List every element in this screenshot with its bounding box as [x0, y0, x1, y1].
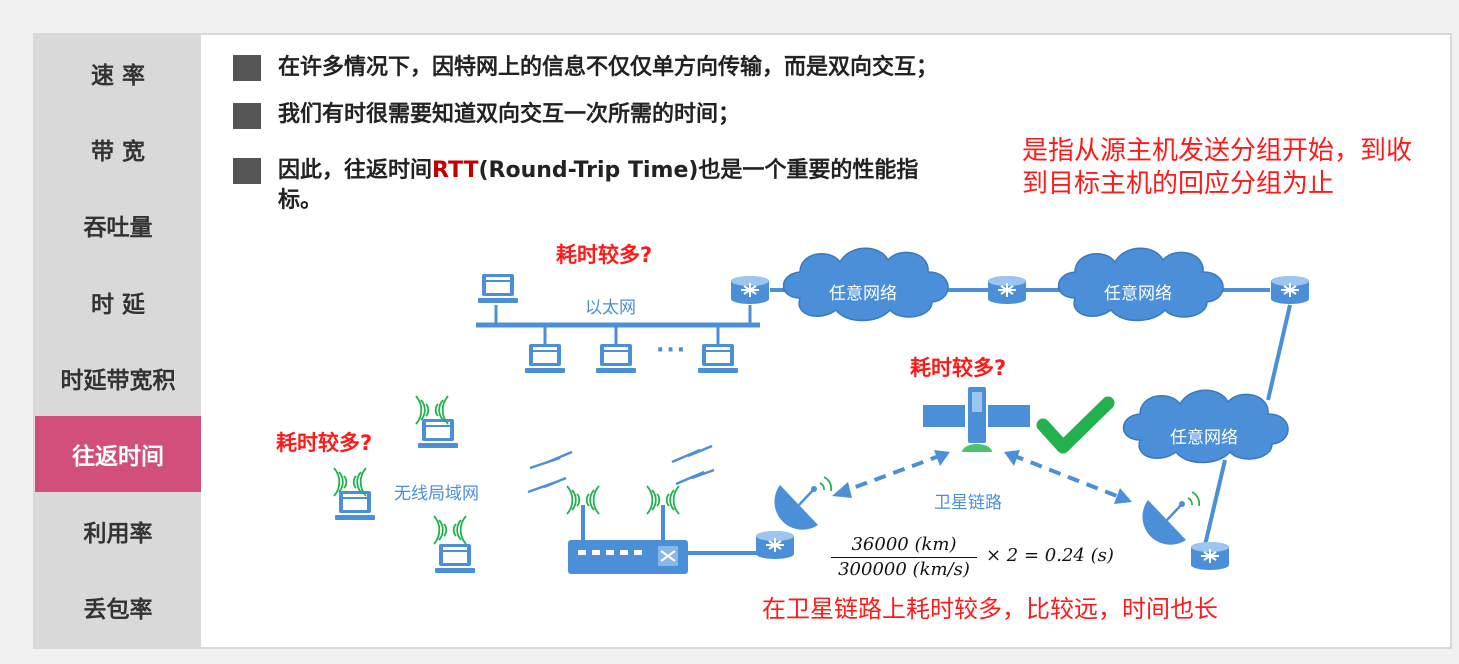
- formula-numerator: 36000 (km): [831, 534, 977, 558]
- link: [1266, 304, 1292, 401]
- formula-denominator: 300000 (km/s): [838, 559, 970, 580]
- sidebar-item-delay[interactable]: 时 延: [90, 292, 145, 318]
- slow-label-wlan: 耗时较多?: [276, 431, 373, 455]
- satellite-link-arrow: [1004, 450, 1132, 504]
- slow-label-ethernet: 耗时较多?: [556, 243, 653, 267]
- bullet-text-3: 因此，往返时间RTT(Round-Trip Time)也是一个重要的性能指: [278, 155, 918, 187]
- signal-bolt-icon: [675, 468, 715, 486]
- router-icon: [1190, 541, 1230, 571]
- wlan-label: 无线局域网: [394, 484, 479, 504]
- wifi-signal-icon: [433, 515, 467, 545]
- cloud-label: 任意网络: [829, 284, 897, 304]
- bullet-text-3-cont: 标。: [278, 188, 323, 213]
- cloud-label: 任意网络: [1170, 428, 1238, 448]
- sidebar-item-throughput[interactable]: 吞吐量: [83, 215, 153, 241]
- bullet-marker: [233, 158, 261, 184]
- rtt-definition-line-2: 到目标主机的回应分组为止: [1022, 169, 1335, 199]
- router-icon: [1270, 275, 1310, 305]
- ellipsis: ···: [656, 338, 688, 363]
- sidebar-item-delay-bandwidth-product[interactable]: 时延带宽积: [60, 368, 176, 394]
- signal-bolt-icon: [529, 450, 573, 470]
- bullet-text-3-post: (Round-Trip Time)也是一个重要的性能指: [478, 158, 919, 183]
- ethernet-bus: [476, 305, 760, 345]
- sidebar-item-utilization[interactable]: 利用率: [83, 521, 153, 547]
- rtt-keyword: RTT: [432, 158, 479, 183]
- link: [1203, 459, 1227, 546]
- sidebar-item-packet-loss[interactable]: 丢包率: [83, 597, 153, 623]
- sidebar-item-rate[interactable]: 速 率: [90, 63, 145, 89]
- cloud-label: 任意网络: [1104, 284, 1172, 304]
- rtt-definition-line-1: 是指从源主机发送分组开始，到收: [1022, 136, 1413, 166]
- wireless-laptop-icon: [418, 419, 458, 448]
- bullet-marker: [233, 55, 261, 81]
- bullet-text-3-pre: 因此，往返时间: [278, 158, 433, 183]
- sidebar: 速 率 带 宽 吞吐量 时 延 时延带宽积 往返时间 利用率 丢包率: [35, 35, 201, 647]
- wireless-laptop-icon: [335, 491, 375, 520]
- check-icon: [1036, 396, 1115, 454]
- satellite-icon: [923, 387, 1030, 452]
- satellite-link-arrow: [832, 450, 950, 498]
- formula-result: × 2 = 0.24 (s): [986, 545, 1114, 566]
- router-icon: [730, 275, 770, 305]
- wireless-router-icon: [566, 485, 688, 574]
- signal-bolt-icon: [671, 444, 713, 464]
- slow-label-internet: 耗时较多?: [910, 356, 1007, 380]
- ethernet-label: 以太网: [585, 298, 636, 318]
- computer-icon: [525, 344, 565, 373]
- bullet-text-1: 在许多情况下，因特网上的信息不仅仅单方向传输，而是双向交互；: [278, 55, 939, 80]
- satellite-dish-icon: [773, 475, 833, 531]
- computer-icon: [478, 274, 518, 303]
- satellite-link-label: 卫星链路: [934, 493, 1002, 513]
- satellite-note: 在卫星链路上耗时较多，比较远，时间也长: [762, 595, 1218, 623]
- rtt-formula-fraction: 36000 (km) 300000 (km/s): [831, 534, 977, 580]
- bullet-marker: [233, 103, 261, 129]
- satellite-dish-icon: [1141, 490, 1201, 546]
- wireless-laptop-icon: [435, 544, 475, 573]
- sidebar-item-rtt[interactable]: 往返时间: [35, 416, 201, 492]
- router-icon: [755, 530, 795, 560]
- bullet-text-2: 我们有时很需要知道双向交互一次所需的时间；: [278, 102, 741, 127]
- signal-bolt-icon: [527, 476, 567, 494]
- router-icon: [987, 275, 1027, 305]
- computer-icon: [698, 344, 738, 373]
- sidebar-item-bandwidth[interactable]: 带 宽: [90, 139, 145, 165]
- computer-icon: [596, 344, 636, 373]
